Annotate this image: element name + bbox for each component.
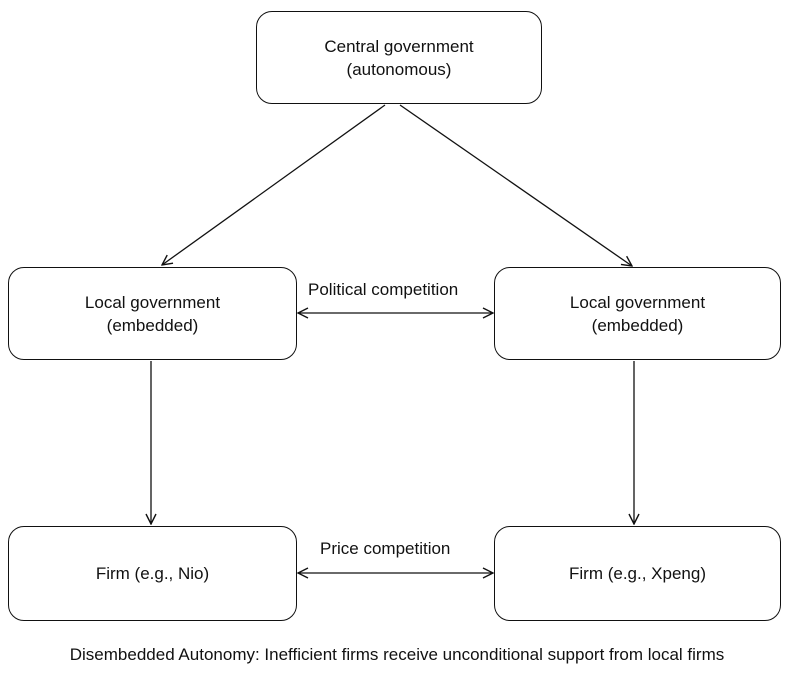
- political-competition-label: Political competition: [308, 280, 459, 300]
- firm-left-label: Firm (e.g., Nio): [95, 564, 210, 583]
- central-government-box: Central government (autonomous): [256, 11, 542, 104]
- central-government-title: Central government: [324, 36, 474, 56]
- arrow-central-to-local-left: [162, 104, 386, 265]
- local-government-left-subtitle: (embedded): [106, 315, 199, 335]
- price-competition-label: Price competition: [320, 539, 451, 559]
- firm-left-box: Firm (e.g., Nio): [8, 526, 297, 621]
- local-government-right-title: Local government: [569, 292, 706, 312]
- firm-right-label: Firm (e.g., Xpeng): [569, 564, 706, 583]
- figure-caption: Disembedded Autonomy: Inefficient firms …: [69, 645, 725, 664]
- local-government-right-subtitle: (embedded): [591, 315, 684, 335]
- firm-right-box: Firm (e.g., Xpeng): [494, 526, 781, 621]
- local-government-left-title: Local government: [84, 292, 221, 312]
- local-government-left-box: Local government (embedded): [8, 267, 297, 360]
- arrow-central-to-local-right: [399, 104, 632, 266]
- local-government-right-box: Local government (embedded): [494, 267, 781, 360]
- central-government-subtitle: (autonomous): [346, 59, 452, 79]
